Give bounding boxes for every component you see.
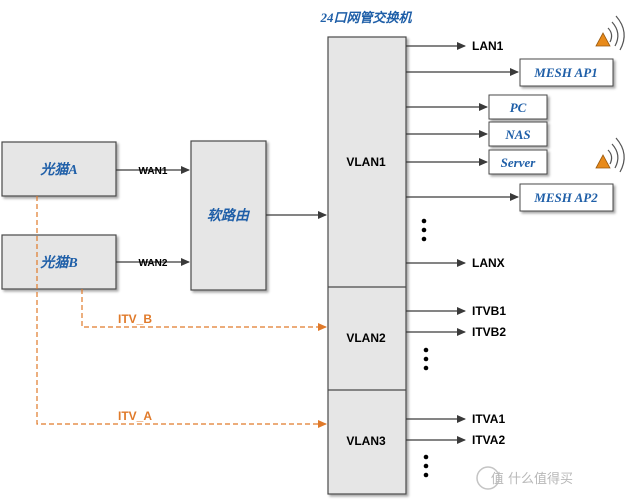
nas-label: NAS <box>504 127 530 142</box>
watermark: 值 什么值得买 <box>476 466 573 490</box>
itv-b-label: ITV_B <box>118 312 152 326</box>
switch-title: 24口网管交换机 <box>319 10 412 25</box>
pc-box <box>488 94 548 120</box>
itv-a-link <box>36 196 327 428</box>
server-box <box>488 149 548 175</box>
mesh-ap2-box <box>519 183 614 212</box>
wifi-antenna-icon <box>595 15 625 51</box>
itv-b-link <box>81 289 327 331</box>
modem-b-label: 光猫B <box>39 254 77 271</box>
wan2-label: WAN2 <box>139 258 168 269</box>
itv-a-label: ITV_A <box>118 409 152 423</box>
pc-label: PC <box>510 100 527 115</box>
router-label: 软路由 <box>207 207 251 224</box>
modem-b-box <box>1 234 117 290</box>
vlan2-label: VLAN2 <box>346 331 386 345</box>
nas-box <box>488 121 548 147</box>
modem-a-box <box>1 141 117 197</box>
vlan1-label: VLAN1 <box>346 155 386 169</box>
lanx-label: LANX <box>472 256 505 270</box>
switch-body <box>327 36 407 495</box>
vlan3-label: VLAN3 <box>346 434 386 448</box>
lan1-label: LAN1 <box>472 39 504 53</box>
itva2-label: ITVA2 <box>472 433 505 447</box>
mesh-ap2-label: MESH AP2 <box>533 190 598 205</box>
modem-a-label: 光猫A <box>39 161 77 178</box>
mesh-ap1-box <box>519 58 614 87</box>
vlan1-more-dots <box>421 218 427 242</box>
itvb2-label: ITVB2 <box>472 325 506 339</box>
itvb1-label: ITVB1 <box>472 304 506 318</box>
wifi-antenna-icon <box>595 137 625 173</box>
router-box <box>190 140 267 291</box>
vlan3-more-dots <box>423 454 429 478</box>
itva1-label: ITVA1 <box>472 412 505 426</box>
wan1-label: WAN1 <box>139 166 168 177</box>
mesh-ap1-label: MESH AP1 <box>533 65 597 80</box>
server-label: Server <box>501 155 537 170</box>
watermark-text: 值 什么值得买 <box>491 471 573 487</box>
vlan2-more-dots <box>423 347 429 371</box>
